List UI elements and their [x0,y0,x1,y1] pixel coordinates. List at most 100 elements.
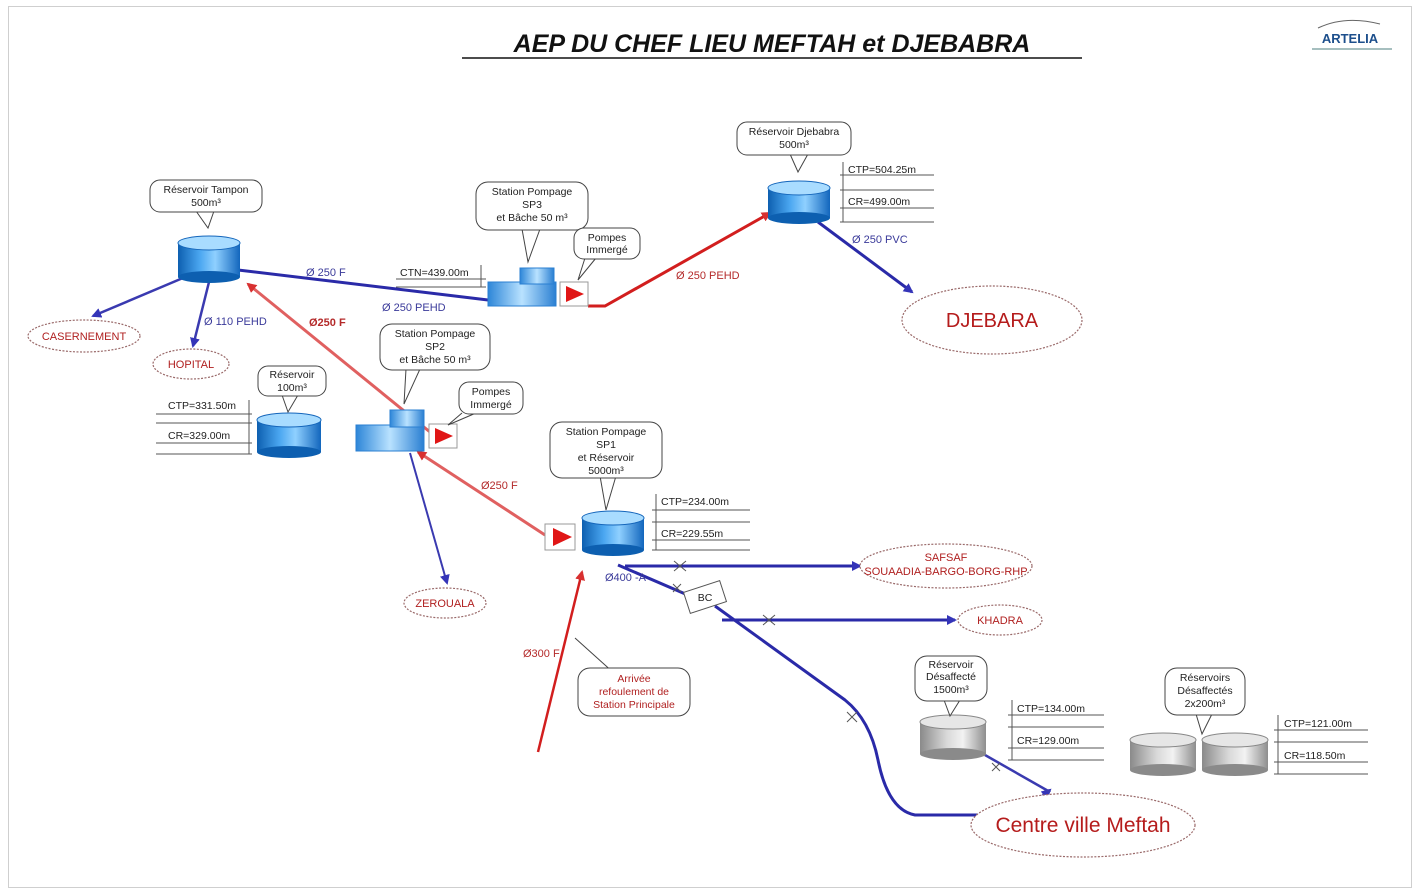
destination-label: HOPITAL [168,359,214,371]
pipe-label: Ø 250 PEHD [382,302,446,314]
callout-line: et Bâche 50 m³ [399,354,471,366]
level-ctp-sp1: CTP=234.00m [661,496,729,508]
callout-arrivee: Arrivée refoulement de Station Principal… [577,667,691,717]
callout-line: Arrivée [617,673,650,685]
callout-line: SP3 [522,199,542,211]
callout-line: Réservoir Djebabra [749,126,840,138]
callout-line: 2x200m³ [1185,698,1226,710]
pipe-label: Ø250 F [481,480,518,492]
level-ctp-djebabra: CTP=504.25m [848,164,916,176]
callout-line: SP1 [596,439,616,451]
level-ctn-sp3: CTN=439.00m [400,267,469,279]
callout-line: Réservoirs [1180,672,1230,684]
callout-line: Station Pompage [395,328,476,340]
page-title: AEP DU CHEF LIEU MEFTAH et DJEBABRA [513,30,1031,58]
callout-sp1: Station Pompage SP1 et Réservoir 5000m³ [549,421,663,511]
callout-line: SP2 [425,341,445,353]
station-sp1-pump [544,523,576,551]
destination-khadra: KHADRA [957,604,1043,636]
callout-line: Désaffecté [926,671,976,683]
callout-line: 500m³ [779,139,809,151]
callout-line: Station Principale [593,699,675,711]
level-cr-r2x200: CR=118.50m [1284,750,1346,762]
levels-sp1 [652,494,750,551]
level-cr-djebabra: CR=499.00m [848,196,910,208]
level-cr-r1500: CR=129.00m [1017,735,1079,747]
reservoir-sp1 [581,510,645,556]
callout-pumps-sp2: Pompes Immergé [447,381,524,426]
pipe-label: Ø 250 PEHD [676,270,740,282]
callout-line: 5000m³ [588,465,624,477]
pump-sp3-icon [566,286,584,302]
pipe-label: Ø250 F [309,317,346,329]
pipe-label: Ø300 F [523,648,560,660]
destination-label: Centre ville Meftah [995,814,1170,837]
callout-pumps-sp3: Pompes Immergé [573,227,641,281]
destination-label: SAFSAF [925,552,968,564]
levels-r100 [156,400,252,455]
level-cr-r100: CR=329.00m [168,430,230,442]
pipe-sp1-bc [617,563,691,598]
callout-line: Pompes [472,386,511,398]
pipe-bc-meftah [714,604,1052,817]
destination-label: KHADRA [977,615,1024,627]
callout-r2x200: Réservoirs Désaffectés 2x200m³ [1164,667,1246,736]
destination-label: ZEROUALA [415,598,475,610]
callout-r1500: Réservoir Désaffecté 1500m³ [914,655,988,718]
level-ctp-r100: CTP=331.50m [168,400,236,412]
callout-tampon: Réservoir Tampon 500m³ [149,179,263,230]
reservoirs-2x200-disused [1129,732,1269,776]
pipe-label: Ø 250 PVC [852,234,908,246]
pipe-sp1-sp2 [416,450,546,537]
pipe-sp3-djebabra [588,211,772,308]
logo-text: ARTELIA [1322,31,1379,46]
level-ctp-r2x200: CTP=121.00m [1284,718,1352,730]
pipe-djebabra-out [817,220,914,294]
callout-line: 500m³ [191,197,221,209]
pipe-label: Ø400 -A [605,572,647,584]
pipe-sp2-zeroual [409,452,450,585]
pipe-tampon-casernement [91,273,191,318]
valve-icon [672,560,1001,772]
callout-line: Immergé [586,244,628,256]
pipe-label: Ø 110 PEHD [204,316,267,328]
station-sp3 [487,267,589,307]
callout-line: et Réservoir [578,452,635,464]
destination-label: SOUAADIA-BARGO-BORG-RHP [864,566,1027,578]
pipe-sp2-tampon [246,282,431,434]
callout-r100: Réservoir 100m³ [257,365,327,414]
callout-line: Station Pompage [566,426,647,438]
destination-zeroual: ZEROUALA [403,587,487,619]
reservoir-1500-disused [919,714,987,760]
callout-sp2: Station Pompage SP2 et Bâche 50 m³ [379,323,491,405]
levels-sp3 [396,265,486,288]
pipe-arrivee [536,570,585,753]
levels-r1500 [1008,700,1104,761]
artelia-logo: ARTELIA [1312,19,1392,50]
destination-casernement: CASERNEMENT [27,319,141,353]
levels-r2x200 [1274,715,1368,775]
pump-sp2-icon [435,428,453,444]
pipe-label: Ø 250 F [306,267,346,279]
destination-label: CASERNEMENT [42,331,127,343]
callout-line: refoulement de [599,686,669,698]
bc-chamber: BC [682,580,728,614]
pipe-tampon-hopital [190,277,212,348]
callout-line: Immergé [470,399,512,411]
callout-djebabra: Réservoir Djebabra 500m³ [736,121,852,174]
callout-line: 1500m³ [933,684,969,696]
destination-label: DJEBARA [946,310,1039,332]
reservoir-djebabra [767,180,831,224]
callout-line: Réservoir [270,369,315,381]
callout-line: Pompes [588,232,627,244]
station-sp2 [355,409,458,452]
level-ctp-r1500: CTP=134.00m [1017,703,1085,715]
pipe-r1500-meftah [984,753,1051,794]
bc-label: BC [698,592,713,604]
reservoir-tampon [177,235,241,283]
levels-djebabra [840,162,934,223]
destination-djebara: DJEBARA [901,285,1083,355]
level-cr-sp1: CR=229.55m [661,528,723,540]
reservoir-100 [256,412,322,458]
